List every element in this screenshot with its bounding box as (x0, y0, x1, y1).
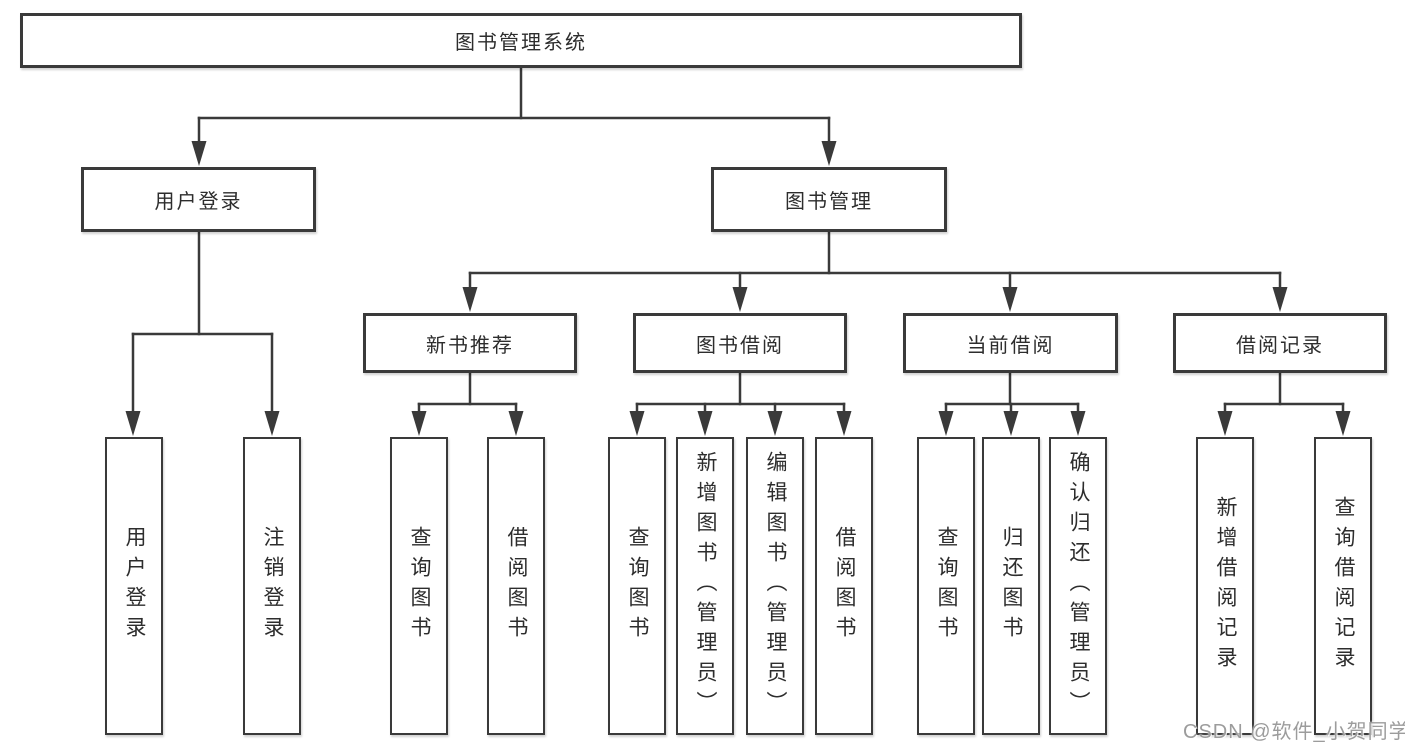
node-label: 确认归还（管理员） (1067, 451, 1090, 721)
node-label: 用户登录 (123, 526, 146, 646)
node-borrowing-records: 借阅记录 (1173, 313, 1387, 373)
node-label: 注销登录 (261, 526, 284, 646)
node-label: 查询图书 (408, 526, 431, 646)
leaf-query-borrow-record: 查询借阅记录 (1314, 437, 1372, 735)
node-label: 查询图书 (626, 526, 649, 646)
node-label: 归还图书 (1000, 526, 1023, 646)
leaf-edit-books-admin: 编辑图书（管理员） (746, 437, 804, 735)
node-library-management-system: 图书管理系统 (20, 13, 1022, 68)
leaf-return-books: 归还图书 (982, 437, 1040, 735)
node-label: 编辑图书（管理员） (764, 451, 787, 721)
node-label: 用户登录 (154, 191, 243, 213)
node-label: 图书借阅 (696, 334, 784, 357)
leaf-add-borrow-record: 新增借阅记录 (1196, 437, 1254, 735)
node-label: 借阅图书 (833, 526, 856, 646)
leaf-query-books-recommend: 查询图书 (390, 437, 448, 735)
node-label: 新增图书（管理员） (694, 451, 717, 721)
node-label: 借阅记录 (1236, 334, 1324, 357)
node-label: 图书管理系统 (455, 32, 587, 54)
node-new-book-recommendation: 新书推荐 (363, 313, 577, 373)
csdn-watermark: CSDN @软件_小贺同学 (1183, 721, 1405, 743)
node-label: 查询图书 (935, 526, 958, 646)
node-current-borrowing: 当前借阅 (903, 313, 1118, 373)
leaf-add-books-admin: 新增图书（管理员） (676, 437, 734, 735)
node-label: 新增借阅记录 (1214, 496, 1237, 676)
leaf-user-login: 用户登录 (105, 437, 163, 735)
leaf-borrow-books-recommend: 借阅图书 (487, 437, 545, 735)
node-label: 图书管理 (785, 191, 873, 213)
node-label: 当前借阅 (966, 334, 1055, 357)
node-label: 查询借阅记录 (1332, 496, 1355, 676)
node-book-borrowing: 图书借阅 (633, 313, 847, 373)
node-label: 新书推荐 (426, 334, 514, 357)
leaf-confirm-return-admin: 确认归还（管理员） (1049, 437, 1107, 735)
leaf-borrow-books: 借阅图书 (815, 437, 873, 735)
leaf-query-books-borrow: 查询图书 (608, 437, 666, 735)
node-label: 借阅图书 (505, 526, 528, 646)
node-book-management: 图书管理 (711, 167, 947, 232)
leaf-query-books-current: 查询图书 (917, 437, 975, 735)
node-user-login: 用户登录 (81, 167, 316, 232)
leaf-logout: 注销登录 (243, 437, 301, 735)
